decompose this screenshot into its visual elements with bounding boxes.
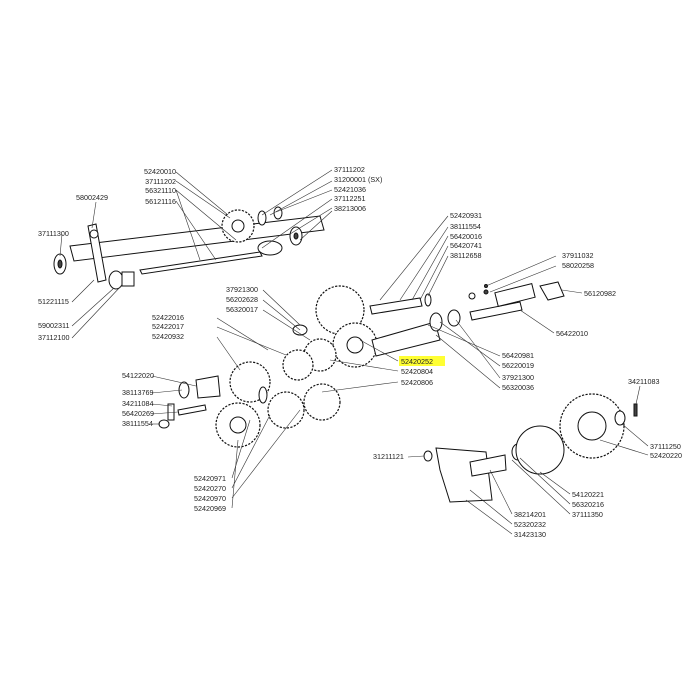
hub: [195, 375, 221, 399]
part-label: 56420269: [122, 409, 154, 418]
part-label: 52421036: [334, 185, 366, 194]
part-label: 37921300: [226, 285, 258, 294]
small-rod: [139, 251, 263, 275]
part-label: 54122020: [122, 371, 154, 380]
part-label: 31211121: [373, 452, 404, 461]
part-label: 52420806: [401, 378, 433, 387]
part-label: 34211084: [122, 399, 153, 408]
part-label: 58020258: [562, 261, 594, 270]
part-label: 56320036: [502, 383, 534, 392]
part-label: 37111250: [650, 442, 681, 451]
part-label: 59002311: [38, 321, 69, 330]
part-label: 52420931: [450, 211, 482, 220]
part-label: 56121116: [145, 197, 176, 206]
part-label: 56420981: [502, 351, 534, 360]
pin: [633, 403, 638, 417]
part-label: 37921300: [502, 373, 534, 382]
part-label: 37111350: [572, 510, 603, 519]
part-label: 52422017: [152, 322, 184, 331]
part-label: 37111202: [145, 177, 176, 186]
housing: [435, 447, 493, 503]
part-label: 52422016: [152, 313, 184, 322]
part-label: 38112658: [450, 251, 481, 260]
shift-collar: [539, 281, 565, 301]
part-label: 34211083: [628, 377, 659, 386]
highlight-box: [399, 356, 445, 366]
part-label: 51221115: [38, 297, 69, 306]
leader-lines: [59, 169, 649, 535]
part-label: 56422010: [556, 329, 588, 338]
part-label: 38111554: [450, 222, 481, 231]
part-label: 37111300: [38, 229, 69, 238]
part-label: 56220019: [502, 361, 534, 370]
part-label: 56320017: [226, 305, 258, 314]
part-label: 37112251: [334, 194, 365, 203]
part-label: 37112100: [38, 333, 69, 342]
part-label: 52420971: [194, 474, 226, 483]
part-label: 52420969: [194, 504, 226, 513]
right-shaft-assembly: [369, 281, 565, 357]
part-label: 31200001 (SX): [334, 175, 382, 184]
part-label: 38214201: [514, 510, 546, 519]
left-small-parts: [158, 375, 221, 429]
part-label: 38111554: [122, 419, 153, 428]
part-label: 56420741: [450, 241, 482, 250]
part-label: 52320232: [514, 520, 546, 529]
part-label: 52420932: [152, 332, 184, 341]
part-label: 56120982: [584, 289, 616, 298]
part-label: 56202628: [226, 295, 258, 304]
part-label: 54120221: [572, 490, 604, 499]
part-label: 52420010: [144, 167, 176, 176]
part-label: 38113769: [122, 388, 153, 397]
part-number-labels: 52420010 37111202 56321110 56121116 3711…: [38, 165, 682, 539]
part-label: 56320216: [572, 500, 604, 509]
part-label: 56321110: [145, 186, 176, 195]
pto-shaft: [469, 301, 523, 321]
part-label: 56420016: [450, 232, 482, 241]
brake-band: [515, 425, 565, 475]
center-gear-cluster: [215, 285, 378, 448]
sliding-sleeve: [371, 321, 441, 357]
part-label: 52420970: [194, 494, 226, 503]
main-shaft: [69, 215, 325, 262]
shift-lever: [87, 223, 107, 283]
part-label: 37911032: [562, 251, 593, 260]
part-label: 37111202: [334, 165, 365, 174]
part-label: 38213006: [334, 204, 366, 213]
part-label: 52420220: [650, 451, 682, 460]
top-shaft-assembly: [53, 206, 325, 290]
spring: [494, 283, 536, 307]
part-label: 52420804: [401, 367, 433, 376]
highlighted-part-label: 52420252: [401, 357, 433, 366]
part-label: 31423130: [514, 530, 546, 539]
rear-housing-assembly: [423, 393, 638, 503]
part-label: 52420270: [194, 484, 226, 493]
part-label: 58002429: [76, 193, 108, 202]
